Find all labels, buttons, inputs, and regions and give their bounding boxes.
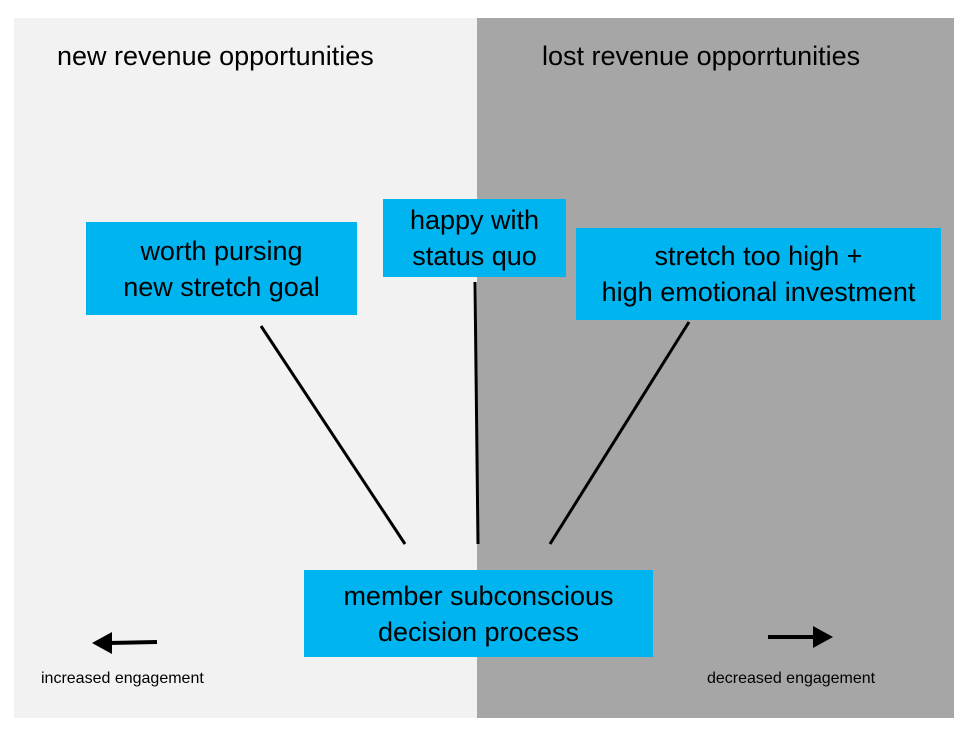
box-happy-status-quo: happy with status quo: [383, 199, 566, 277]
connector-line-stretch: [548, 321, 691, 545]
heading-lost-revenue: lost revenue opporrtunities: [542, 41, 861, 71]
box-happy-line-1: happy with: [409, 205, 540, 235]
connector-line-worth: [259, 325, 407, 545]
box-stretch-line-2: high emotional investment: [601, 277, 916, 307]
box-worth-line-1: worth pursing: [140, 235, 303, 266]
label-increased-engagement: increased engagement: [41, 670, 204, 687]
box-member-line-1: member subconscious: [343, 580, 614, 611]
box-stretch-too-high: stretch too high + high emotional invest…: [576, 228, 941, 320]
box-worth-pursuing: worth pursing new stretch goal: [86, 222, 357, 315]
arrow-right-head: [813, 626, 833, 648]
box-stretch-line-1: stretch too high +: [654, 241, 863, 271]
arrow-left-icon: [107, 640, 158, 645]
label-decreased-engagement: decreased engagement: [707, 670, 876, 687]
arrow-left-head: [92, 632, 112, 654]
connector-line-happy: [473, 281, 480, 545]
box-member-decision: member subconscious decision process: [304, 570, 653, 657]
box-worth-line-2: new stretch goal: [123, 271, 320, 302]
heading-new-revenue: new revenue opportunities: [57, 41, 374, 71]
box-member-line-2: decision process: [377, 616, 580, 647]
box-happy-line-2: status quo: [412, 241, 537, 271]
